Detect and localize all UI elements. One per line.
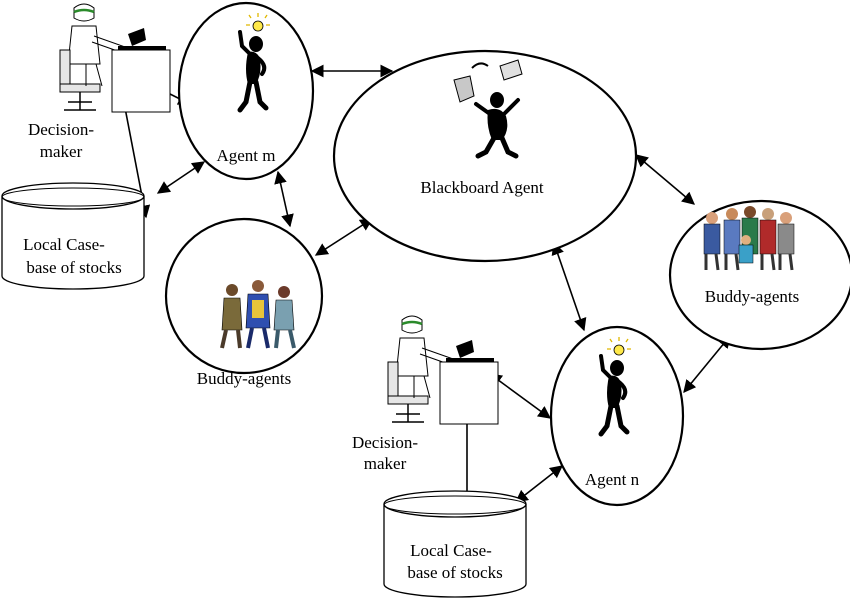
arrow-casebase-agentm — [156, 161, 206, 194]
casebase-left-line1: Local Case- — [23, 235, 105, 254]
arrow-decisionmaker-agentn — [488, 373, 552, 419]
cylinder-database-icon — [383, 490, 527, 598]
blackboard-agent-node: Blackboard Agent — [332, 49, 638, 263]
arrow-blackboard-agentn — [551, 241, 587, 332]
decision-maker-top-line2: maker — [40, 142, 83, 161]
casebase-bottom: Local Case- base of stocks — [383, 490, 527, 598]
casebase-bottom-line2: base of stocks — [407, 563, 502, 582]
agent-m-label: Agent m — [216, 146, 275, 165]
buddy-agents-right-node: Buddy-agents — [668, 199, 850, 351]
arrow-casebase-agentn — [514, 465, 564, 503]
person-at-computer-icon — [58, 2, 172, 114]
decision-maker-bottom-line2: maker — [364, 454, 407, 473]
casebase-left-line2: base of stocks — [26, 258, 121, 277]
buddy-agents-left-node — [164, 217, 324, 375]
agent-n-label: Agent n — [585, 470, 640, 489]
decision-maker-top-line1: Decision- — [28, 120, 94, 139]
arrow-agentm-buddyleft — [274, 170, 294, 228]
juggling-person-icon — [453, 59, 523, 159]
buddy-agents-left-label: Buddy-agents — [197, 369, 291, 388]
agent-n-node: Agent n — [549, 325, 685, 507]
arrow-blackboard-buddyright — [635, 154, 695, 205]
buddy-agents-right-label: Buddy-agents — [705, 287, 799, 306]
decision-maker-top: Decision- maker — [28, 2, 172, 161]
casebase-bottom-line1: Local Case- — [410, 541, 492, 560]
group-of-people-icon — [703, 206, 795, 271]
arrow-buddyleft-blackboard — [314, 218, 374, 256]
decision-maker-bottom-line1: Decision- — [352, 433, 418, 452]
cylinder-database-icon — [1, 182, 145, 290]
arrow-buddyright-agentn — [683, 335, 731, 393]
casebase-left: Local Case- base of stocks — [1, 182, 145, 290]
agent-m-node: Agent m — [177, 1, 315, 181]
decision-maker-bottom: Decision- maker — [352, 314, 500, 473]
blackboard-agent-label: Blackboard Agent — [420, 178, 543, 197]
person-at-computer-icon — [386, 314, 500, 426]
